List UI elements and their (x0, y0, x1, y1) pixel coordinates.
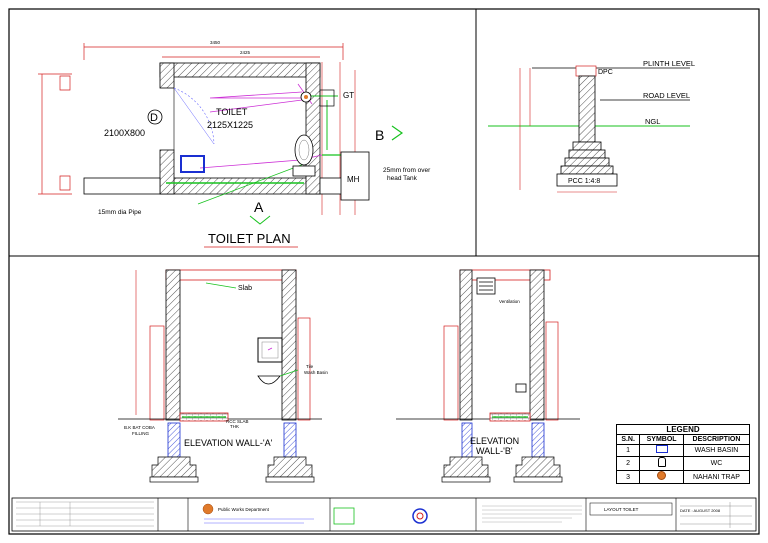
mh-label: MH (347, 175, 360, 184)
tank-note-2: head Tank (387, 175, 418, 182)
room-size: 2125X1225 (207, 120, 253, 130)
department-name: Public Works Department (218, 507, 270, 512)
elevation-wall-b: Ventilation ELEVATION WALL-'B' (396, 269, 580, 483)
wash-label-2: Wash Basin (304, 370, 328, 375)
drawing-name: LAYOUT TOILET (604, 507, 639, 512)
drawing-date: DATE : AUGUST 2008 (680, 508, 721, 513)
plan-wc (294, 134, 314, 166)
elevation-b-title-2: WALL-'B' (476, 446, 513, 456)
ngl-label: NGL (645, 117, 660, 126)
legend-desc: NAHANI TRAP (682, 470, 751, 484)
bk-label-2: FILLING (132, 431, 150, 436)
section-a-label: A (254, 199, 264, 215)
department-logo-icon (202, 503, 214, 515)
elevation-wall-a: Slab Tile Wash Basin RCC SLAB THK B.K BA… (118, 269, 328, 483)
nahani-trap-icon (657, 471, 667, 480)
door-tag: D (150, 112, 158, 124)
road-level-label: ROAD LEVEL (643, 91, 690, 100)
legend-sn: 3 (615, 470, 641, 484)
rcc-label-2: THK (230, 424, 239, 429)
bk-label-1: B.K BAT COBA (124, 425, 155, 430)
title-block: Public Works Department LAYOUT TOILET DA… (11, 497, 757, 532)
legend-header-sn: S.N. (615, 434, 641, 445)
tank-note-1: 25mm from over (383, 167, 431, 174)
legend-desc: WC (682, 456, 751, 471)
plan-wash-basin (180, 155, 205, 173)
dpc-label: DPC (598, 69, 613, 76)
legend-desc: WASH BASIN (682, 444, 751, 457)
pipe-note: 15mm dia Pipe (98, 209, 142, 216)
sheet-border (8, 8, 760, 535)
legend-header-symbol: SYMBOL (639, 434, 684, 445)
legend-sn: 2 (615, 456, 641, 471)
door-tag-circle (147, 109, 163, 125)
plan-title: TOILET PLAN (208, 231, 291, 246)
door-size: 2100X800 (104, 128, 145, 138)
legend-row: 2 WC (615, 456, 751, 471)
section-b-label: B (375, 127, 384, 143)
rcc-label-1: RCC SLAB (226, 419, 249, 424)
wash-label-1: Tile (306, 364, 314, 369)
dim-outer: 3450 (210, 40, 221, 45)
wash-basin-icon (655, 445, 668, 453)
room-label: TOILET (216, 107, 248, 117)
toilet-plan: 3450 2425 (38, 40, 431, 248)
foundation-section: DPC PLINTH LEVEL ROAD LEVEL NGL PCC 1:4:… (488, 59, 695, 193)
company-logo-icon (412, 508, 428, 524)
pcc-label: PCC 1:4:8 (568, 178, 600, 185)
legend-sn: 1 (615, 444, 641, 457)
elevation-basin (257, 375, 281, 385)
legend-header-description: DESCRIPTION (682, 434, 751, 445)
wc-icon (657, 457, 666, 467)
legend: LEGEND S.N. SYMBOL DESCRIPTION 1 WASH BA… (615, 424, 751, 488)
legend-row: 3 NAHANI TRAP (615, 470, 751, 484)
legend-title: LEGEND (616, 424, 750, 435)
slab-label: Slab (238, 285, 252, 292)
gt-label: GT (343, 91, 354, 100)
legend-row: 1 WASH BASIN (615, 444, 751, 457)
elevation-b-title-1: ELEVATION (470, 436, 519, 446)
consultant-logo-icon (333, 507, 355, 525)
elevation-a-title: ELEVATION WALL-'A' (184, 438, 273, 448)
ventilation-label: Ventilation (499, 299, 520, 304)
plinth-level-label: PLINTH LEVEL (643, 59, 695, 68)
dim-inner: 2425 (240, 50, 251, 55)
